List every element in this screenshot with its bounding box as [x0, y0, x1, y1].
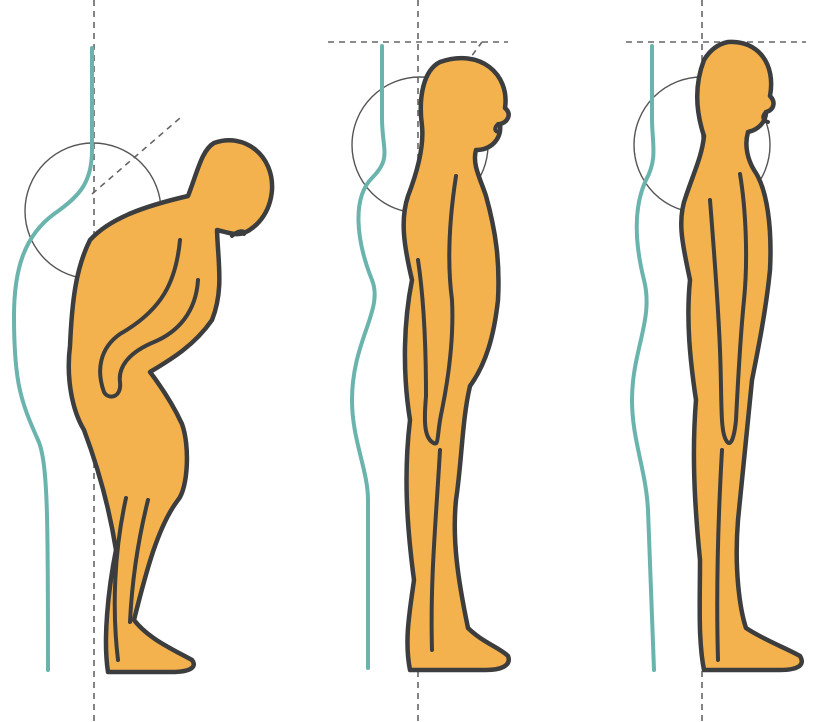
- spine-curve-2: [350, 44, 387, 670]
- spine-curve-1: [12, 46, 94, 672]
- neck-angle-line-1: [91, 117, 181, 195]
- panel-stooped-posture: [12, 0, 275, 722]
- panel-upright-posture: [626, 0, 806, 722]
- upright-figure: [679, 39, 804, 673]
- panel-forward-head-posture: [328, 0, 511, 722]
- body-silhouette-2: [401, 55, 511, 673]
- arm-outline-3: [708, 172, 749, 446]
- leg-line-3: [715, 448, 724, 662]
- leg-line-2: [429, 448, 442, 652]
- back-leg-line-1: [112, 496, 128, 662]
- chin-detail-1: [230, 229, 247, 238]
- stooped-figure: [66, 138, 275, 675]
- bent-arm-1: [98, 238, 200, 399]
- chin-detail-2: [493, 122, 502, 134]
- body-silhouette-1: [66, 138, 275, 675]
- chin-detail-3: [761, 110, 770, 124]
- arm-outline-2: [416, 174, 458, 446]
- spine-curve-3: [630, 44, 656, 672]
- forward-head-figure: [401, 55, 511, 673]
- knee-line-1: [128, 498, 150, 624]
